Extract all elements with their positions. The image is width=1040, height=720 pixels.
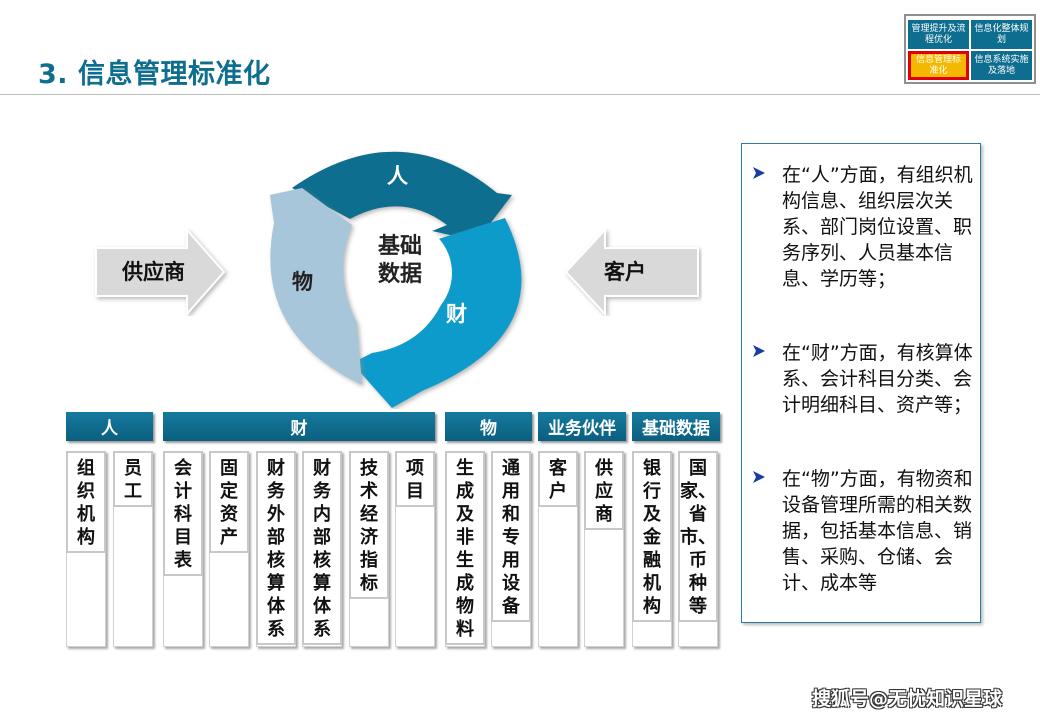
customer-label: 客户 bbox=[604, 260, 646, 284]
section-nav: 管理提升及流程优化 信息化整体规划 信息管理标准化 信息系统实施及落地 bbox=[904, 14, 1036, 84]
item-project[interactable]: 项 目 bbox=[395, 451, 435, 507]
category-header-partner: 业务伙伴 bbox=[538, 412, 626, 441]
page-title: 3. 信息管理标准化 bbox=[38, 59, 271, 90]
item-chart-of-accounts[interactable]: 会 计 科 目 表 bbox=[163, 451, 203, 576]
supplier-arrow-icon bbox=[95, 228, 226, 316]
arrow-bullet-icon bbox=[753, 345, 765, 357]
cycle-center-label: 基础 数据 bbox=[377, 234, 422, 287]
cycle-label-material: 物 bbox=[292, 270, 313, 294]
item-country-currency[interactable]: 国 家、 省 市、 币 种 等 bbox=[678, 451, 718, 622]
nav-cell-standardization[interactable]: 信息管理标准化 bbox=[908, 51, 969, 80]
item-internal-accounting[interactable]: 财 务 内 部 核 算 体 系 bbox=[302, 451, 342, 645]
category-header-material: 物 bbox=[445, 412, 532, 441]
cycle-diagram bbox=[270, 151, 522, 408]
item-equipment[interactable]: 通 用 和 专 用 设 备 bbox=[491, 451, 531, 622]
bullet-person: 在“人”方面，有组织机构信息、组织层次关系、部门岗位设置、职务序列、人员基本信息… bbox=[752, 162, 974, 292]
supplier-label: 供应商 bbox=[122, 260, 185, 284]
cycle-label-finance: 财 bbox=[446, 302, 467, 326]
category-header-person: 人 bbox=[66, 412, 153, 441]
item-fixed-assets[interactable]: 固 定 资 产 bbox=[209, 451, 249, 553]
cycle-label-person: 人 bbox=[387, 164, 408, 188]
customer-arrow-icon bbox=[564, 228, 699, 316]
cycle-segment-material bbox=[270, 188, 362, 385]
item-org-structure[interactable]: 组 织 机 构 bbox=[66, 451, 106, 553]
cycle-segment-person bbox=[292, 151, 512, 241]
item-tech-econ-indicators[interactable]: 技 术 经 济 指 标 bbox=[349, 451, 389, 599]
bullet-material: 在“物”方面，有物资和设备管理所需的相关数据，包括基本信息、销售、采购、仓储、会… bbox=[752, 466, 974, 596]
arrow-bullet-icon bbox=[753, 167, 765, 179]
cycle-segment-finance bbox=[352, 218, 522, 408]
item-employee[interactable]: 员 工 bbox=[113, 451, 153, 507]
arrow-bullet-icon bbox=[753, 471, 765, 483]
category-header-finance: 财 bbox=[163, 412, 435, 441]
nav-cell-implementation[interactable]: 信息系统实施及落地 bbox=[971, 51, 1032, 80]
title-divider bbox=[0, 94, 1040, 95]
nav-cell-process[interactable]: 管理提升及流程优化 bbox=[908, 20, 969, 49]
item-external-accounting[interactable]: 财 务 外 部 核 算 体 系 bbox=[256, 451, 296, 645]
item-banks[interactable]: 银 行 及 金 融 机 构 bbox=[632, 451, 672, 622]
description-panel: 在“人”方面，有组织机构信息、组织层次关系、部门岗位设置、职务序列、人员基本信息… bbox=[741, 143, 981, 623]
nav-cell-planning[interactable]: 信息化整体规划 bbox=[971, 20, 1032, 49]
item-materials[interactable]: 生 成 及 非 生 成 物 料 bbox=[445, 451, 485, 645]
item-customer[interactable]: 客 户 bbox=[538, 451, 578, 507]
item-supplier[interactable]: 供 应 商 bbox=[584, 451, 624, 530]
watermark: 搜狐号@无忧知识星球 bbox=[812, 688, 1003, 710]
category-header-basedata: 基础数据 bbox=[632, 412, 720, 441]
bullet-finance: 在“财”方面，有核算体系、会计科目分类、会计明细科目、资产等； bbox=[752, 340, 974, 418]
